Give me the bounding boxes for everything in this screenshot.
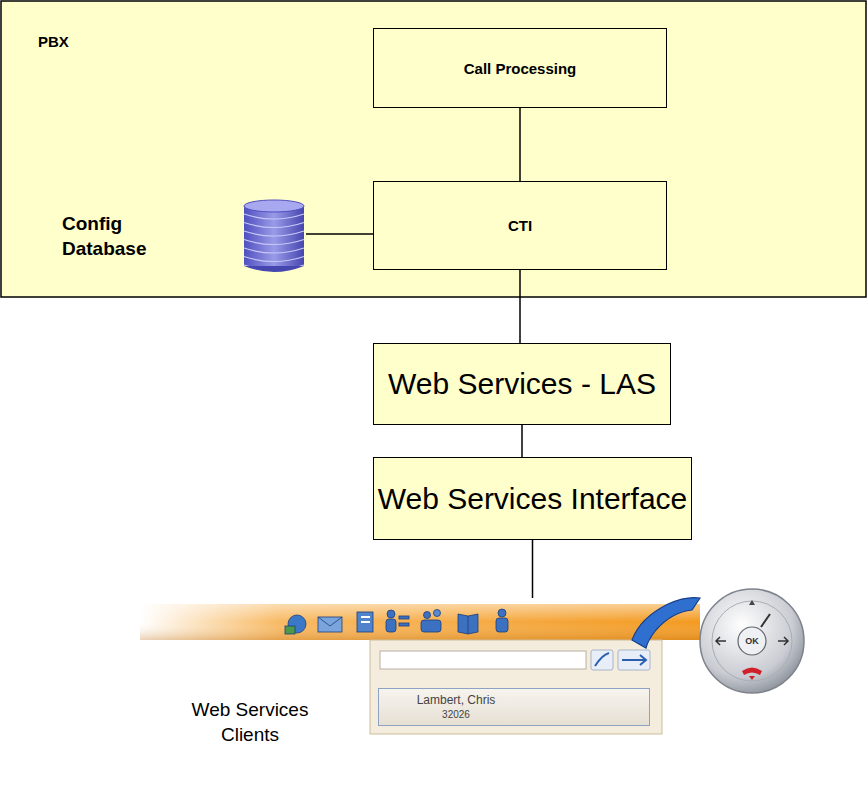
entry-text: 32026: [386, 708, 526, 721]
connector-line: [519, 108, 521, 181]
node-label: Config Database: [62, 212, 172, 261]
pbx-background: [1, 1, 866, 297]
pbx-region: PBX Call ProcessingCTI Config Database: [1, 1, 866, 297]
connector-line: [519, 270, 521, 343]
node-label: Web Services Interface: [378, 482, 688, 516]
process-box: Web Services Interface: [373, 457, 692, 540]
node-label: CTI: [508, 217, 532, 234]
entry-text: Lambert, Chris: [386, 693, 526, 709]
connector-line: [521, 425, 523, 457]
process-box: Web Services - LAS: [373, 343, 671, 425]
node-label: Web Services - LAS: [388, 367, 656, 401]
contact-entry: Lambert, Chris32026: [378, 688, 650, 726]
connector-line: [306, 233, 373, 235]
node-label: Call Processing: [464, 60, 577, 77]
database-node: Config Database: [62, 198, 306, 276]
dial-key-label: OK: [745, 636, 759, 646]
node-label: Web Services Clients: [180, 698, 320, 747]
region-title: PBX: [38, 33, 69, 50]
process-box: Call Processing: [373, 28, 667, 108]
process-box: CTI: [373, 181, 667, 270]
connector-line: [532, 540, 534, 598]
client-group: Web Services Clients Lambert, Chris32026: [140, 598, 810, 758]
database-icon: [242, 198, 306, 274]
